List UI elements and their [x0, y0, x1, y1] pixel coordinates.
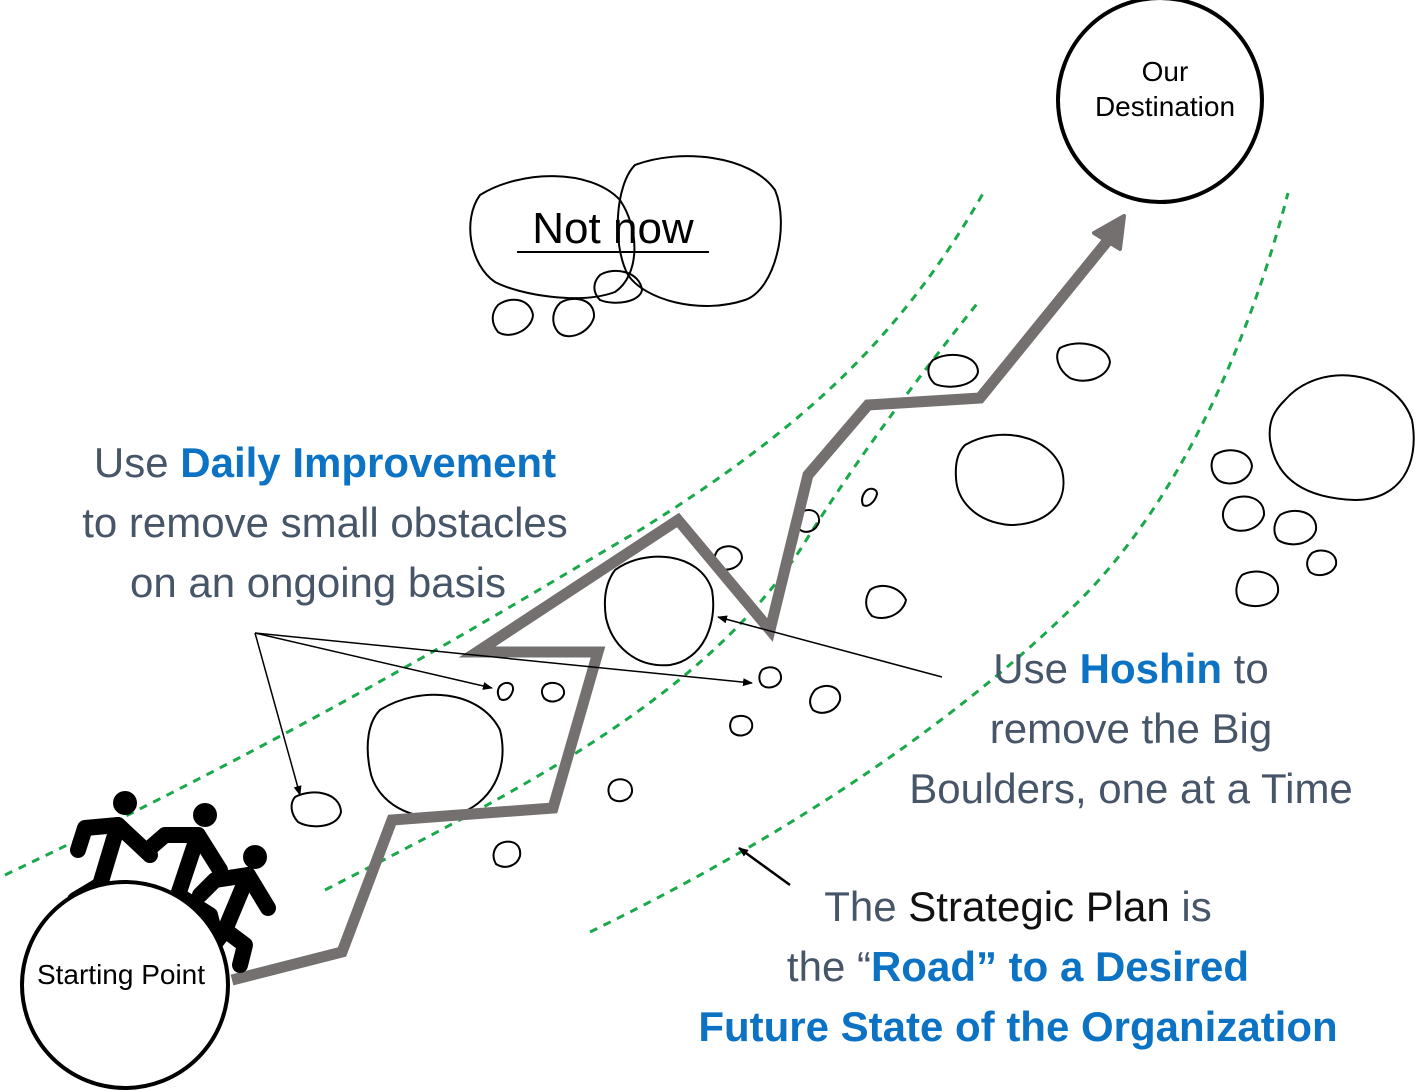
rock-outline [290, 791, 343, 828]
rock-outline [496, 681, 515, 701]
daily-improvement-line1: Use Daily Improvement [94, 439, 556, 486]
daily-improvement-line2: to remove small obstacles [82, 499, 568, 546]
road-left-edge [4, 189, 987, 877]
starting-point-label: Starting Point [37, 959, 205, 990]
hoshin-prefix: Use [993, 645, 1079, 692]
strategic-plan-line3: Future State of the Organization [698, 1003, 1337, 1050]
not-now-boulders [469, 155, 782, 338]
path-to-destination [230, 224, 1123, 986]
rock-outline [860, 487, 879, 507]
destination-label-line1: Our [1142, 56, 1189, 87]
strategic-plan-w3: is [1170, 883, 1212, 930]
strategic-plan-l2-highlight: Road” to a Desired [871, 943, 1249, 990]
daily-improvement-highlight: Daily Improvement [180, 439, 556, 486]
rock-outline [1306, 549, 1338, 577]
hoshin-line2: remove the Big [990, 705, 1272, 752]
rock-outline [1273, 510, 1318, 546]
hoshin-highlight: Hoshin [1080, 645, 1222, 692]
rock-outline [1056, 342, 1112, 382]
boulder-outline [1268, 374, 1415, 502]
boulder-outline [616, 155, 782, 307]
rock-outline [552, 297, 596, 338]
hoshin-line1: Use Hoshin to [993, 645, 1268, 692]
hoshin-line3: Boulders, one at a Time [909, 765, 1353, 812]
strategic-plan-w2: Strategic Plan [908, 883, 1169, 930]
rock-outline [1222, 495, 1266, 532]
strategic-plan-pointer [738, 846, 791, 887]
rock-outline [492, 840, 522, 868]
rock-outline [809, 684, 842, 714]
rock-outline [593, 270, 644, 304]
boulder-outline [954, 433, 1065, 527]
rock-outline [540, 681, 566, 703]
daily-improvement-prefix: Use [94, 439, 180, 486]
rock-outline [491, 298, 535, 336]
rock-outline [607, 778, 634, 803]
hoshin-suffix: to [1222, 645, 1269, 692]
daily-improvement-line3: on an ongoing basis [130, 559, 506, 606]
hoshin-callout: Use Hoshin to remove the Big Boulders, o… [909, 645, 1353, 812]
rock-outline [1235, 570, 1280, 608]
road-obstacles [290, 342, 1415, 868]
strategic-plan-l2-prefix: the “ [787, 943, 871, 990]
strategic-plan-w1: The [824, 883, 908, 930]
path-arrowhead [1092, 214, 1126, 251]
destination-label-line2: Destination [1095, 91, 1235, 122]
rock-outline [865, 584, 908, 619]
rock-outline [758, 666, 783, 689]
rock-outline [1210, 449, 1254, 485]
boulder-outline [603, 555, 715, 667]
not-now-label: Not now [532, 204, 694, 253]
strategic-plan-line1: The Strategic Plan is [824, 883, 1212, 930]
strategic-plan-line2: the “Road” to a Desired [787, 943, 1249, 990]
daily-improvement-callout: Use Daily Improvement to remove small ob… [82, 439, 568, 606]
rock-outline [927, 353, 980, 388]
destination-circle [1056, 0, 1264, 204]
road-right-edge [589, 192, 1290, 934]
starting-point-circle [20, 880, 230, 1090]
strategic-plan-callout: The Strategic Plan is the “Road” to a De… [698, 883, 1337, 1050]
hoshin-pointer [717, 615, 943, 678]
boulder-outline [366, 693, 504, 819]
boulder-outline [469, 175, 636, 300]
rock-outline [729, 714, 754, 737]
daily-improvement-pointers [254, 632, 753, 796]
